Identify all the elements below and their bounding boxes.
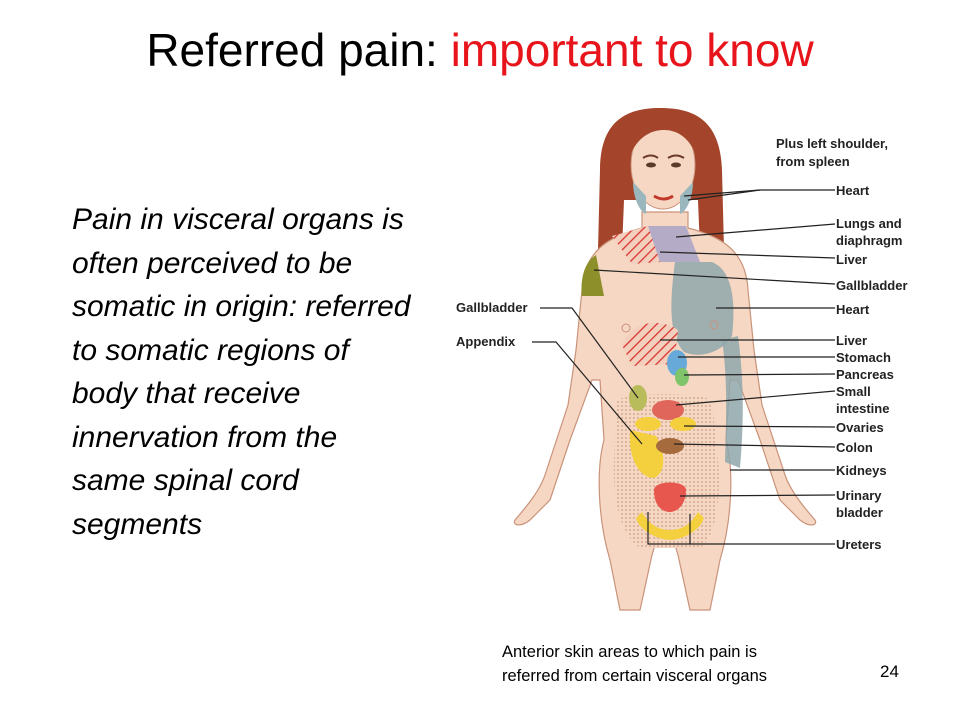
diagram-caption: Anterior skin areas to which pain is ref…	[502, 640, 862, 688]
urinary-bladder-area	[654, 482, 686, 512]
liver-upper-area	[612, 226, 660, 264]
label-liver-lower: Liver	[836, 333, 867, 348]
label-appendix: Appendix	[456, 334, 516, 349]
ovary-right	[670, 417, 696, 431]
label-stomach: Stomach	[836, 350, 891, 365]
nipple-right	[709, 320, 719, 330]
page-number: 24	[880, 662, 899, 681]
label-bladder: bladder	[836, 505, 883, 520]
label-pancreas: Pancreas	[836, 367, 894, 382]
heart-jaw-area	[680, 182, 693, 214]
note-line-1: Plus left shoulder,	[776, 136, 888, 151]
appendix-area	[629, 430, 664, 478]
slide-title: Referred pain: important to know	[0, 22, 960, 78]
body-text: Pain in visceral organs is often perceiv…	[72, 203, 411, 541]
label-gallbladder-left: Gallbladder	[456, 300, 528, 315]
label-gallbladder-right: Gallbladder	[836, 278, 908, 293]
caption-line-1: Anterior skin areas to which pain is	[502, 643, 757, 661]
mouth	[653, 194, 674, 201]
gallbladder-shoulder-area	[581, 255, 604, 296]
kidney-ureter-strip	[722, 336, 743, 468]
nipple-left	[621, 323, 631, 333]
liver-lower-area	[622, 322, 678, 366]
label-lungs-and: Lungs and	[836, 216, 902, 231]
small-intestine-area	[652, 400, 684, 420]
label-heart-lower: Heart	[836, 302, 870, 317]
label-diaphragm: diaphragm	[836, 233, 902, 248]
pancreas-area	[675, 368, 689, 386]
ureters-area	[636, 512, 704, 540]
title-highlight: important to know	[450, 24, 814, 76]
eye-left	[646, 162, 656, 168]
label-liver-upper: Liver	[836, 252, 867, 267]
title-main: Referred pain:	[146, 24, 451, 76]
hair-front	[627, 110, 699, 160]
label-intestine: intestine	[836, 401, 889, 416]
caption-line-2: referred from certain visceral organs	[502, 667, 768, 685]
label-kidneys: Kidneys	[836, 463, 887, 478]
label-ureters: Ureters	[836, 537, 882, 552]
colon-area	[656, 438, 684, 454]
heart-neck-area	[633, 182, 646, 214]
leader-lines	[532, 189, 836, 545]
eyebrows	[642, 154, 685, 159]
heart-chest-area	[671, 262, 734, 355]
label-heart: Heart	[836, 183, 870, 198]
label-colon: Colon	[836, 440, 873, 455]
label-urinary: Urinary	[836, 488, 882, 503]
note-line-2: from spleen	[776, 154, 850, 169]
label-ovaries: Ovaries	[836, 420, 884, 435]
label-small: Small	[836, 384, 871, 399]
eye-right	[671, 162, 681, 168]
ovary-left	[635, 417, 661, 431]
